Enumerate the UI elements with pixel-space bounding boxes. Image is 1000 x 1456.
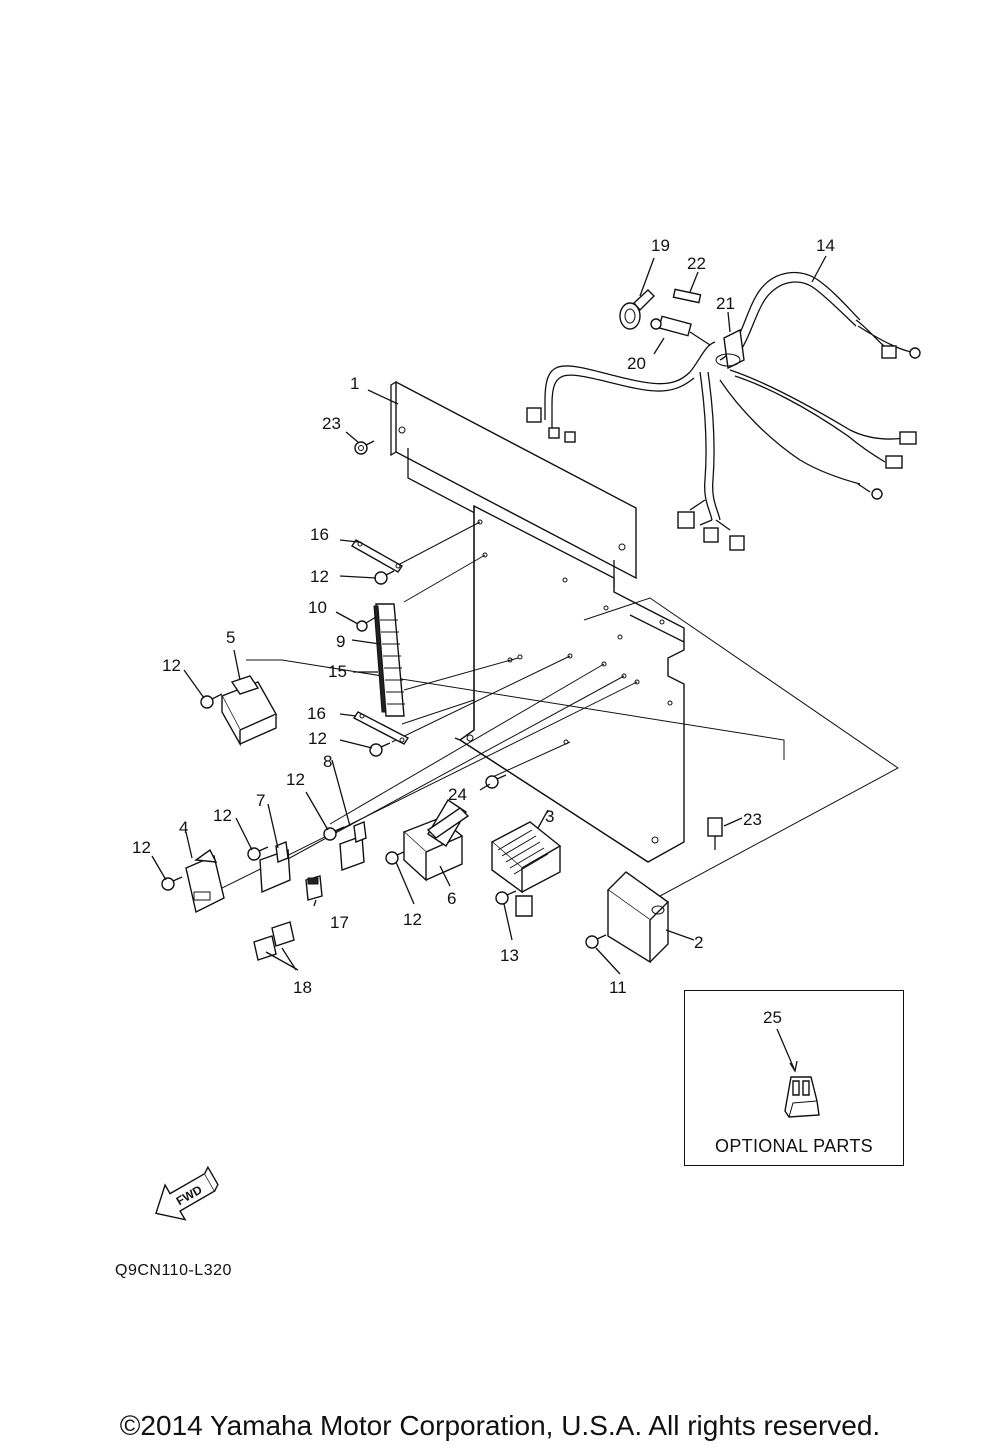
mounting-bracket [426, 807, 470, 839]
relay [221, 675, 277, 747]
callout-25: 25 [763, 1008, 782, 1027]
callout-labels: 1 2 3 4 5 6 7 8 9 10 11 12 12 12 12 12 1… [132, 236, 835, 997]
callout-7: 7 [256, 791, 265, 810]
optional-parts-label: OPTIONAL PARTS [715, 1136, 873, 1156]
callout-14: 14 [816, 236, 835, 255]
callout-12a: 12 [310, 567, 329, 586]
callout-12d: 12 [286, 770, 305, 789]
callout-16a: 16 [310, 525, 329, 544]
callout-24: 24 [448, 785, 467, 804]
callout-16b: 16 [307, 704, 326, 723]
terminal-strip [350, 539, 404, 573]
callout-6: 6 [447, 889, 456, 908]
optional-parts-box: 25 OPTIONAL PARTS [684, 990, 904, 1166]
callout-1: 1 [350, 374, 359, 393]
screw [161, 876, 183, 891]
figure-code: Q9CN110-L320 [115, 1262, 232, 1279]
callout-12g: 12 [403, 910, 422, 929]
copyright-notice: ©2014 Yamaha Motor Corporation, U.S.A. A… [119, 1410, 881, 1441]
callout-19: 19 [651, 236, 670, 255]
fuse-holder [650, 315, 711, 346]
relay [259, 841, 291, 894]
harness-clip [715, 328, 745, 370]
screw [374, 570, 395, 585]
screw [495, 890, 517, 905]
junction-box [606, 871, 670, 964]
callout-5: 5 [226, 628, 235, 647]
callout-20: 20 [627, 354, 646, 373]
screw [585, 934, 607, 949]
screw [707, 817, 723, 850]
callout-23b: 23 [743, 810, 762, 829]
callout-12f: 12 [132, 838, 151, 857]
control-unit [185, 848, 225, 914]
screw [385, 850, 407, 865]
callout-8: 8 [323, 752, 332, 771]
leader-lines [151, 255, 827, 975]
fuse-block [373, 603, 405, 717]
terminal-strip [352, 711, 410, 745]
relay [339, 821, 367, 871]
callout-4: 4 [179, 818, 188, 837]
fuse [672, 288, 702, 304]
optional-connector-drawing: 25 [763, 1008, 820, 1118]
screw [200, 693, 223, 709]
callout-2: 2 [694, 933, 703, 952]
connector [305, 875, 323, 901]
callout-13: 13 [500, 946, 519, 965]
callout-9: 9 [336, 632, 345, 651]
callout-17: 17 [330, 913, 349, 932]
screw [247, 846, 269, 861]
callout-21: 21 [716, 294, 735, 313]
rectifier-regulator [490, 821, 562, 917]
screw [485, 774, 507, 789]
screw [323, 826, 345, 841]
callout-3: 3 [545, 807, 554, 826]
screw [354, 440, 375, 455]
callout-22: 22 [687, 254, 706, 273]
connector [253, 921, 295, 961]
callout-18: 18 [293, 978, 312, 997]
screw [369, 742, 391, 757]
fwd-arrow-icon: FWD [155, 1165, 219, 1221]
callout-11: 11 [609, 978, 627, 997]
callout-12b: 12 [162, 656, 181, 675]
callout-10: 10 [308, 598, 327, 617]
callout-12c: 12 [308, 729, 327, 748]
screw [356, 616, 377, 632]
callout-23a: 23 [322, 414, 341, 433]
callout-12e: 12 [213, 806, 232, 825]
cable-clamp [619, 289, 655, 330]
callout-15: 15 [328, 662, 347, 681]
